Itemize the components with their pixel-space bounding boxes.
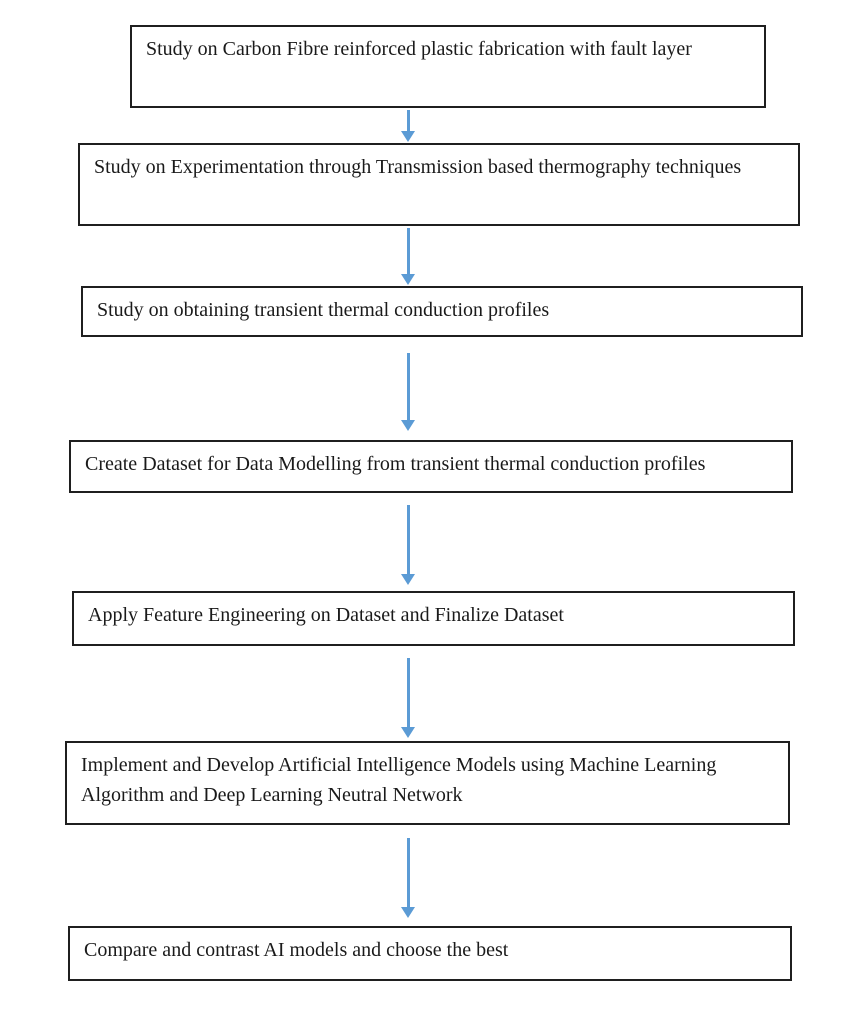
flow-step-3: Study on obtaining transient thermal con… xyxy=(81,286,803,337)
flow-step-2: Study on Experimentation through Transmi… xyxy=(78,143,800,226)
arrow-stem xyxy=(406,353,410,420)
arrow-stem xyxy=(406,228,410,274)
flow-step-7-label: Compare and contrast AI models and choos… xyxy=(84,939,509,961)
flow-step-5: Apply Feature Engineering on Dataset and… xyxy=(72,591,795,646)
flow-step-6-label: Implement and Develop Artificial Intelli… xyxy=(81,754,717,806)
arrow-stem xyxy=(406,838,410,907)
down-arrow-icon xyxy=(400,353,416,431)
arrow-stem xyxy=(406,505,410,574)
arrow-head xyxy=(401,131,415,142)
down-arrow-icon xyxy=(400,110,416,142)
arrow-head xyxy=(401,727,415,738)
flow-step-6: Implement and Develop Artificial Intelli… xyxy=(65,741,790,825)
flow-step-4-label: Create Dataset for Data Modelling from t… xyxy=(85,453,706,475)
flow-step-4: Create Dataset for Data Modelling from t… xyxy=(69,440,793,493)
arrow-head xyxy=(401,907,415,918)
arrow-stem xyxy=(406,110,410,131)
flow-step-5-label: Apply Feature Engineering on Dataset and… xyxy=(88,604,564,626)
arrow-head xyxy=(401,274,415,285)
arrow-stem xyxy=(406,658,410,727)
down-arrow-icon xyxy=(400,838,416,918)
arrow-head xyxy=(401,420,415,431)
flow-step-1-label: Study on Carbon Fibre reinforced plastic… xyxy=(146,38,692,60)
down-arrow-icon xyxy=(400,505,416,585)
flow-step-2-label: Study on Experimentation through Transmi… xyxy=(94,156,742,178)
down-arrow-icon xyxy=(400,228,416,285)
down-arrow-icon xyxy=(400,658,416,738)
flow-step-3-label: Study on obtaining transient thermal con… xyxy=(97,299,550,321)
flow-step-1: Study on Carbon Fibre reinforced plastic… xyxy=(130,25,766,108)
arrow-head xyxy=(401,574,415,585)
flow-step-7: Compare and contrast AI models and choos… xyxy=(68,926,792,981)
